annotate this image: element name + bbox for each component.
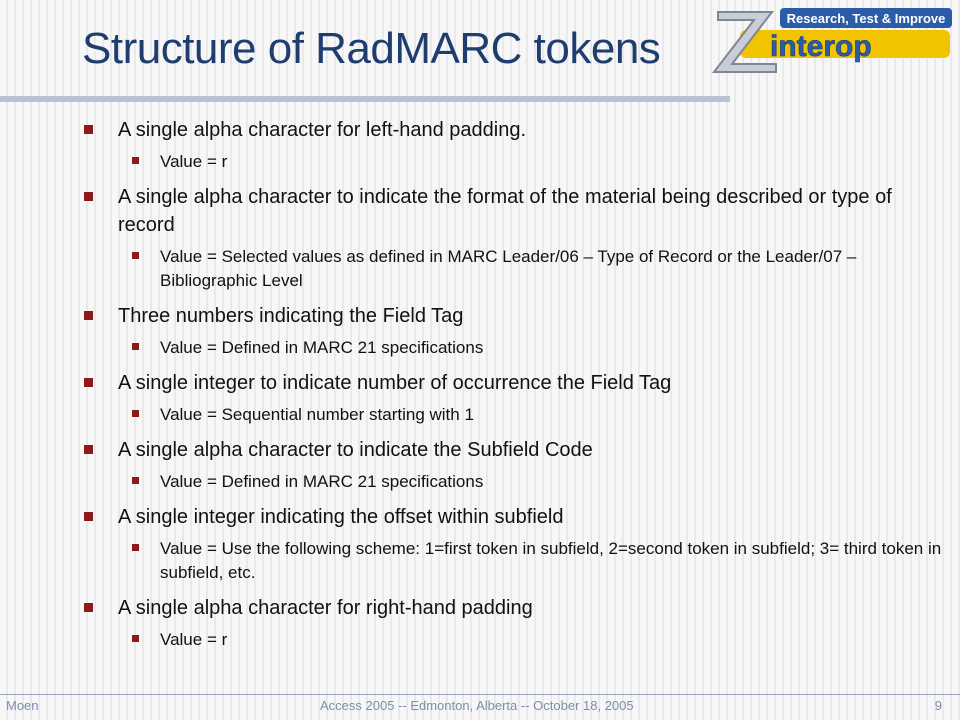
bullet-marker bbox=[84, 445, 93, 454]
sub-bullet-item: Value = Defined in MARC 21 specification… bbox=[84, 470, 944, 494]
footer-author: Moen bbox=[6, 698, 39, 713]
bullet-item: A single alpha character to indicate the… bbox=[84, 183, 944, 239]
sub-bullet-item: Value = Use the following scheme: 1=firs… bbox=[84, 537, 944, 585]
sub-bullet-item: Value = Selected values as defined in MA… bbox=[84, 245, 944, 293]
bullet-item: Three numbers indicating the Field Tag bbox=[84, 302, 944, 330]
slide-title: Structure of RadMARC tokens bbox=[82, 24, 661, 73]
sub-bullet-marker bbox=[132, 477, 139, 484]
bullet-marker bbox=[84, 311, 93, 320]
bullet-marker bbox=[84, 125, 93, 134]
sub-bullet-marker bbox=[132, 544, 139, 551]
bullet-item: A single alpha character to indicate the… bbox=[84, 436, 944, 464]
sub-bullet-marker bbox=[132, 252, 139, 259]
bullet-item: A single alpha character for right-hand … bbox=[84, 594, 944, 622]
slide-body: A single alpha character for left-hand p… bbox=[84, 116, 944, 661]
footer-event: Access 2005 -- Edmonton, Alberta -- Octo… bbox=[320, 698, 634, 713]
sub-bullet-marker bbox=[132, 635, 139, 642]
bullet-marker bbox=[84, 512, 93, 521]
footer-divider bbox=[0, 694, 960, 695]
sub-bullet-marker bbox=[132, 343, 139, 350]
zinterop-logo: Research, Test & Improve interop bbox=[710, 2, 956, 76]
sub-bullet-item: Value = r bbox=[84, 628, 944, 652]
sub-bullet-item: Value = Sequential number starting with … bbox=[84, 403, 944, 427]
page-number: 9 bbox=[934, 698, 942, 713]
bullet-item: A single alpha character for left-hand p… bbox=[84, 116, 944, 144]
bullet-marker bbox=[84, 378, 93, 387]
logo-wordmark: interop bbox=[770, 30, 872, 63]
sub-bullet-marker bbox=[132, 410, 139, 417]
sub-bullet-item: Value = Defined in MARC 21 specification… bbox=[84, 336, 944, 360]
sub-bullet-item: Value = r bbox=[84, 150, 944, 174]
bullet-item: A single integer indicating the offset w… bbox=[84, 503, 944, 531]
bullet-marker bbox=[84, 603, 93, 612]
title-divider bbox=[0, 96, 730, 102]
bullet-item: A single integer to indicate number of o… bbox=[84, 369, 944, 397]
bullet-marker bbox=[84, 192, 93, 201]
logo-tagline: Research, Test & Improve bbox=[787, 11, 946, 26]
sub-bullet-marker bbox=[132, 157, 139, 164]
